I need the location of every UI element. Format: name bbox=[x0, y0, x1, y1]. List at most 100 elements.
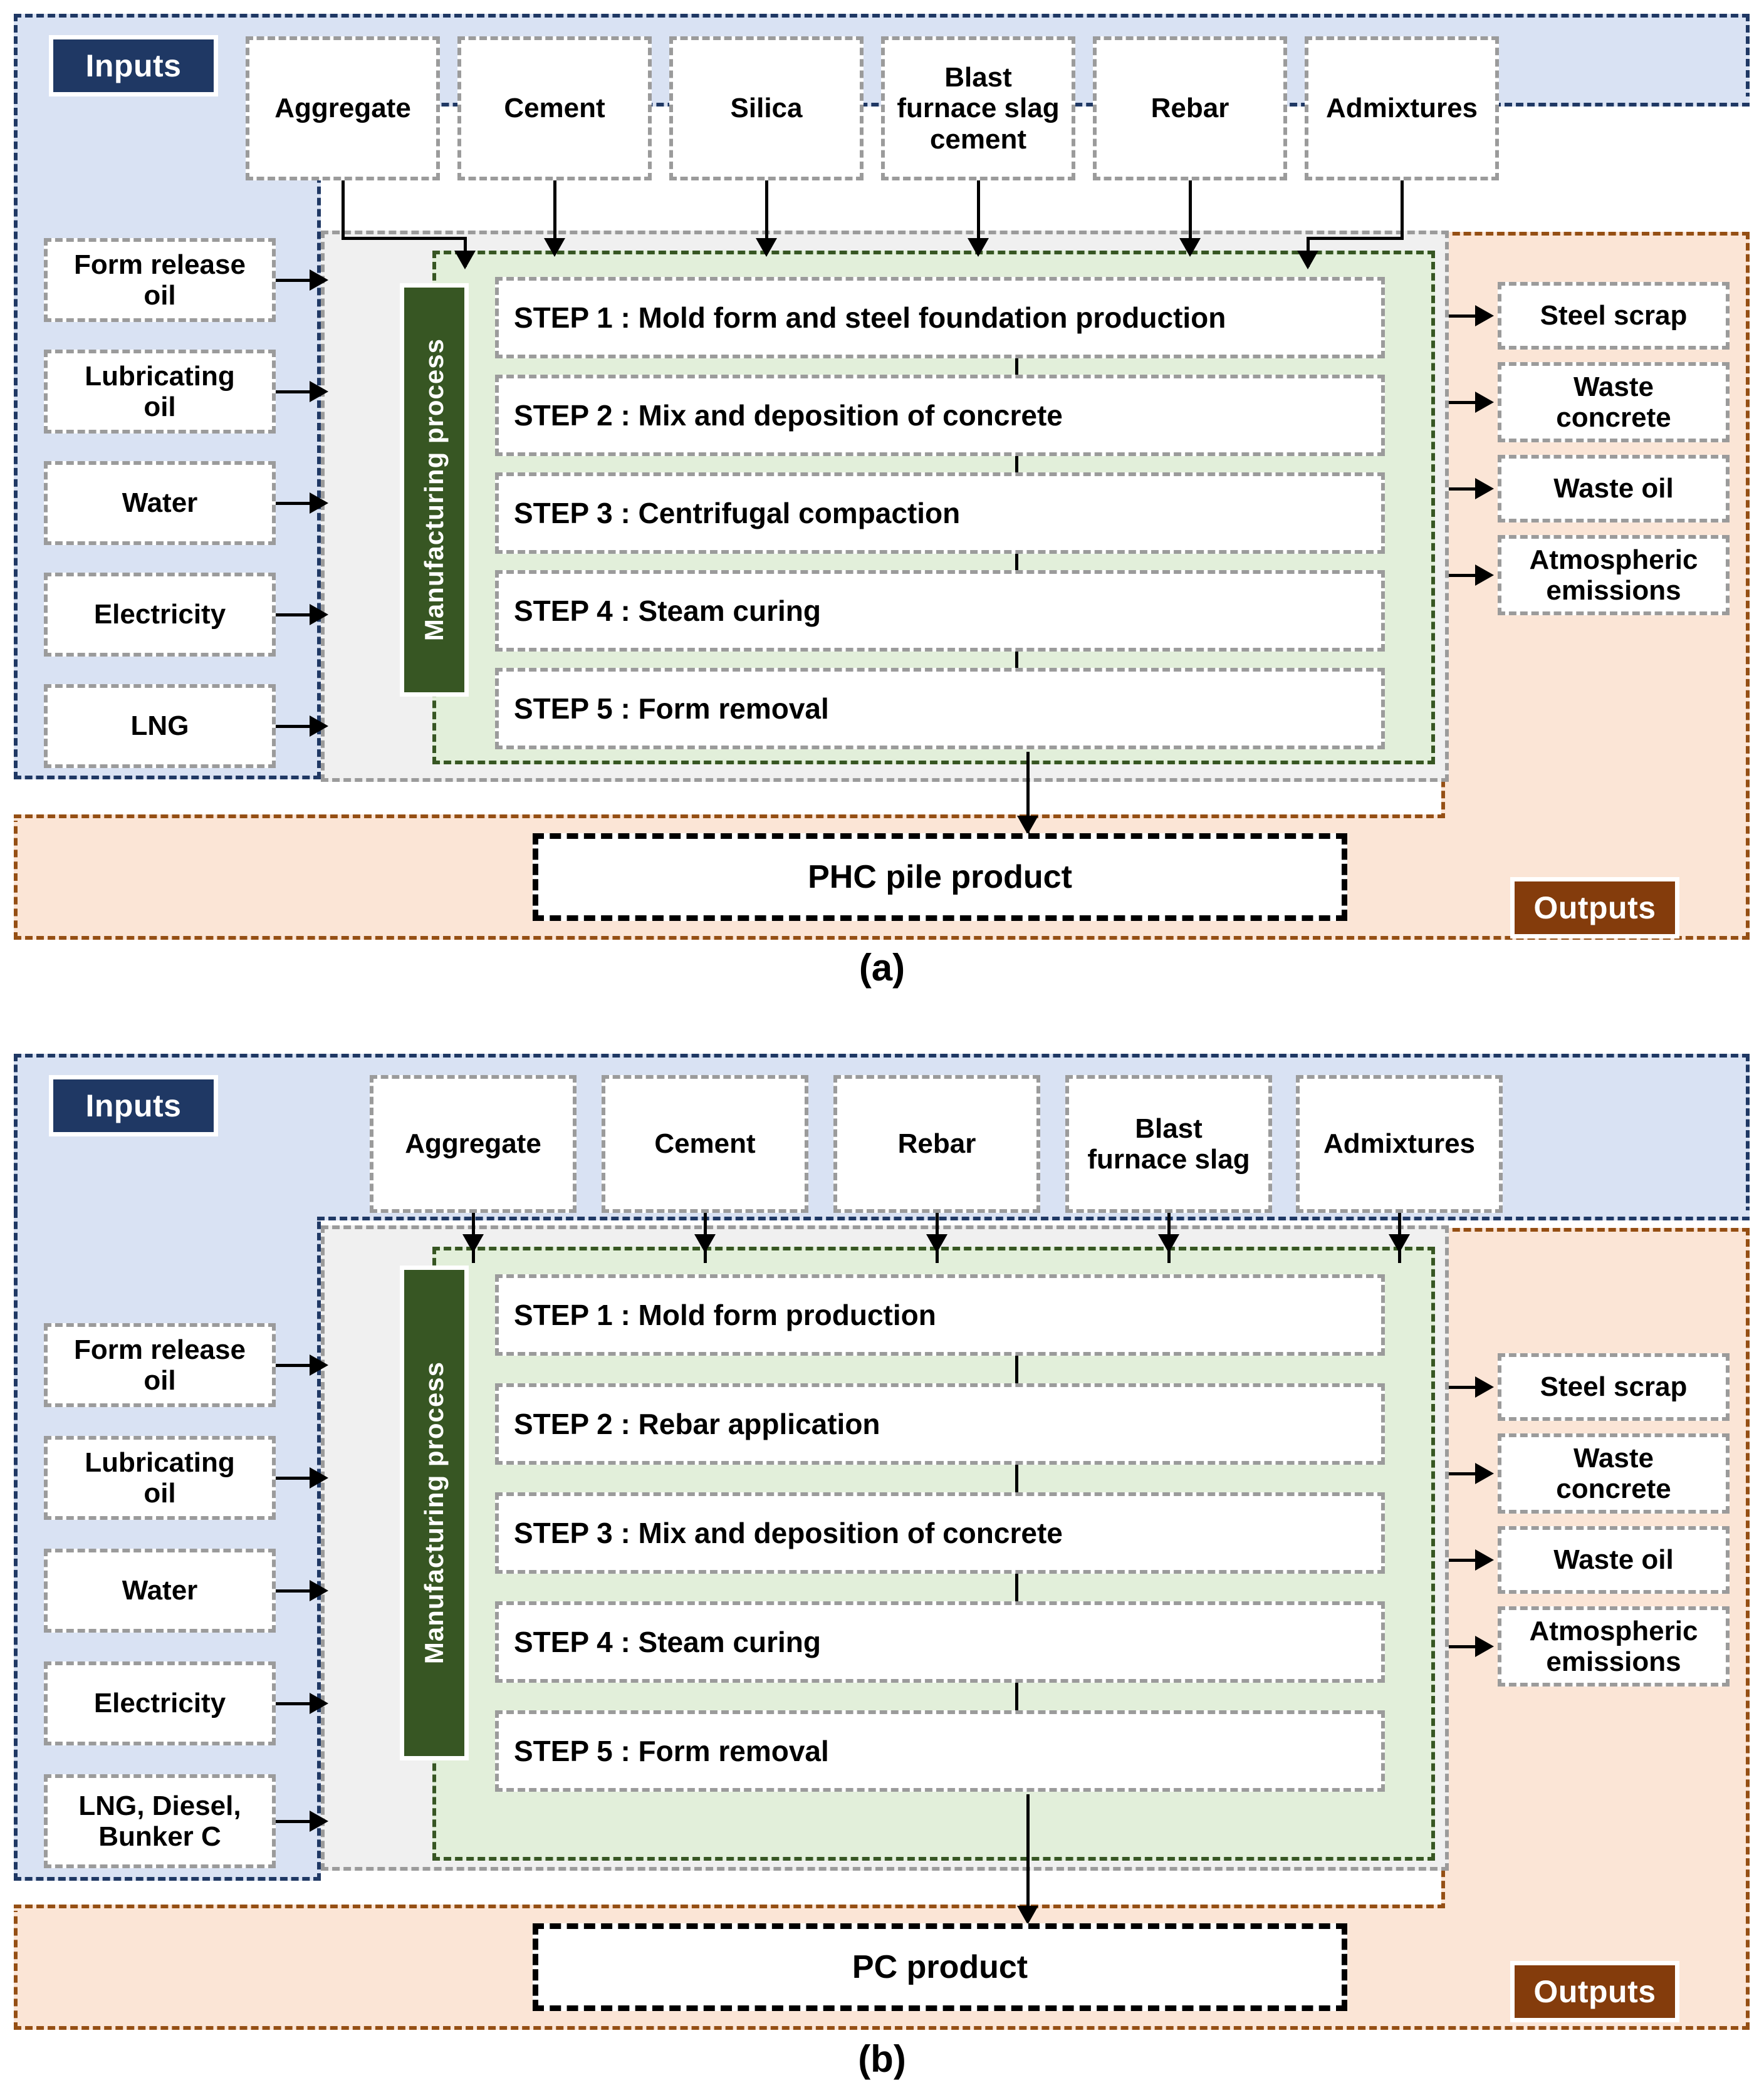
input-box-water-b[interactable]: Water bbox=[44, 1549, 276, 1633]
connector-steel-scrap-b bbox=[1449, 1386, 1479, 1389]
step-separator-4-a bbox=[1015, 652, 1018, 668]
arrowhead-atmospheric-emissions-a bbox=[1475, 564, 1494, 586]
connector-atmospheric-emissions-b bbox=[1449, 1645, 1479, 1648]
connector-silica-a bbox=[765, 180, 768, 252]
material-box-silica-a[interactable]: Silica bbox=[669, 36, 864, 180]
input-box-form-release-oil-b[interactable]: Form release oil bbox=[44, 1323, 276, 1407]
outputs-region-b-bottom-left-cap bbox=[14, 1905, 1445, 1911]
arrowhead-cement-a bbox=[544, 238, 565, 257]
material-box-aggregate-a[interactable]: Aggregate bbox=[246, 36, 440, 180]
step-box-4-a[interactable]: STEP 4 : Steam curing bbox=[495, 570, 1385, 652]
connector-form-release-oil-a bbox=[276, 279, 313, 282]
connector-steel-scrap-a bbox=[1449, 314, 1479, 318]
material-box-rebar-b[interactable]: Rebar bbox=[833, 1075, 1040, 1213]
step-box-2-b[interactable]: STEP 2 : Rebar application bbox=[495, 1383, 1385, 1465]
manufacturing-process-label-a: Manufacturing process bbox=[400, 283, 469, 697]
arrowhead-electricity-a bbox=[310, 604, 328, 625]
step-box-5-a[interactable]: STEP 5 : Form removal bbox=[495, 668, 1385, 749]
product-box-a[interactable]: PHC pile product bbox=[533, 833, 1347, 921]
step-box-2-a[interactable]: STEP 2 : Mix and deposition of concrete bbox=[495, 375, 1385, 456]
panel-caption-a: (a) bbox=[859, 947, 905, 989]
connector-lubricating-oil-a bbox=[276, 390, 313, 393]
step-box-3-a[interactable]: STEP 3 : Centrifugal compaction bbox=[495, 472, 1385, 554]
input-box-electricity-b[interactable]: Electricity bbox=[44, 1661, 276, 1745]
material-box-cement-b[interactable]: Cement bbox=[602, 1075, 808, 1213]
arrowhead-steel-scrap-a bbox=[1475, 305, 1494, 326]
material-box-blast-furnace-slag-b[interactable]: Blast furnace slag bbox=[1065, 1075, 1272, 1213]
outputs-badge-b: Outputs bbox=[1510, 1961, 1679, 2022]
output-box-atmospheric-emissions-a[interactable]: Atmospheric emissions bbox=[1498, 535, 1730, 615]
step-box-1-a[interactable]: STEP 1 : Mold form and steel foundation … bbox=[495, 277, 1385, 358]
arrowhead-admixtures-b bbox=[1389, 1234, 1410, 1253]
arrowhead-water-a bbox=[310, 492, 328, 514]
arrowhead-rebar-a bbox=[1179, 238, 1201, 257]
input-box-lng-diesel-bunker-c-b[interactable]: LNG, Diesel, Bunker C bbox=[44, 1774, 276, 1868]
output-box-steel-scrap-a[interactable]: Steel scrap bbox=[1498, 282, 1730, 350]
inputs-region-b-left bbox=[14, 1210, 321, 1881]
connector-form-release-oil-b bbox=[276, 1364, 313, 1367]
connector-waste-oil-a bbox=[1449, 487, 1479, 491]
connector-lng-diesel-bunker-c-b bbox=[276, 1820, 313, 1823]
step-separator-3-b bbox=[1015, 1574, 1018, 1601]
arrowhead-rebar-b bbox=[926, 1234, 947, 1253]
material-box-blast-furnace-slag-cement-a[interactable]: Blast furnace slag cement bbox=[881, 36, 1075, 180]
arrowhead-lng-a bbox=[310, 715, 328, 737]
outputs-region-a-bottom-left-cap bbox=[14, 814, 1445, 821]
panel-caption-b: (b) bbox=[858, 2038, 906, 2080]
step-separator-1-b bbox=[1015, 1356, 1018, 1383]
connector-aggregate-v1-a bbox=[342, 180, 345, 239]
output-box-waste-concrete-a[interactable]: Waste concrete bbox=[1498, 362, 1730, 442]
outputs-badge-a: Outputs bbox=[1510, 877, 1679, 938]
input-box-electricity-a[interactable]: Electricity bbox=[44, 573, 276, 657]
arrowhead-waste-concrete-b bbox=[1475, 1463, 1494, 1484]
arrowhead-lng-diesel-bunker-c-b bbox=[310, 1811, 328, 1832]
arrowhead-product-a bbox=[1017, 816, 1038, 834]
material-box-cement-a[interactable]: Cement bbox=[457, 36, 652, 180]
material-box-admixtures-a[interactable]: Admixtures bbox=[1305, 36, 1499, 180]
manufacturing-process-label-text-a: Manufacturing process bbox=[419, 338, 449, 642]
manufacturing-process-label-text-b: Manufacturing process bbox=[419, 1361, 449, 1665]
arrowhead-blast-furnace-slag-b bbox=[1158, 1234, 1179, 1253]
step-separator-2-a bbox=[1015, 456, 1018, 472]
step-box-5-b[interactable]: STEP 5 : Form removal bbox=[495, 1710, 1385, 1792]
connector-product-b bbox=[1026, 1794, 1030, 1920]
connector-lubricating-oil-b bbox=[276, 1477, 313, 1480]
connector-water-b bbox=[276, 1589, 313, 1593]
arrowhead-form-release-oil-b bbox=[310, 1354, 328, 1376]
connector-atmospheric-emissions-a bbox=[1449, 574, 1479, 577]
input-box-lubricating-oil-a[interactable]: Lubricating oil bbox=[44, 350, 276, 434]
output-box-waste-oil-b[interactable]: Waste oil bbox=[1498, 1526, 1730, 1594]
arrowhead-blast-furnace-slag-cement-a bbox=[968, 238, 989, 257]
material-box-rebar-a[interactable]: Rebar bbox=[1093, 36, 1287, 180]
output-box-steel-scrap-b[interactable]: Steel scrap bbox=[1498, 1353, 1730, 1421]
step-box-3-b[interactable]: STEP 3 : Mix and deposition of concrete bbox=[495, 1492, 1385, 1574]
input-box-water-a[interactable]: Water bbox=[44, 461, 276, 545]
connector-waste-oil-b bbox=[1449, 1559, 1479, 1562]
material-box-admixtures-b[interactable]: Admixtures bbox=[1296, 1075, 1503, 1213]
connector-cement-a bbox=[553, 180, 556, 252]
connector-product-a bbox=[1026, 752, 1030, 833]
inputs-badge-b: Inputs bbox=[49, 1075, 218, 1136]
arrowhead-waste-oil-b bbox=[1475, 1549, 1494, 1571]
material-box-aggregate-b[interactable]: Aggregate bbox=[370, 1075, 577, 1213]
arrowhead-steel-scrap-b bbox=[1475, 1376, 1494, 1398]
inputs-badge-a: Inputs bbox=[49, 35, 218, 96]
output-box-atmospheric-emissions-b[interactable]: Atmospheric emissions bbox=[1498, 1606, 1730, 1687]
input-box-lng-a[interactable]: LNG bbox=[44, 684, 276, 768]
output-box-waste-oil-a[interactable]: Waste oil bbox=[1498, 455, 1730, 522]
arrowhead-silica-a bbox=[756, 238, 777, 257]
output-box-waste-concrete-b[interactable]: Waste concrete bbox=[1498, 1433, 1730, 1514]
arrowhead-product-b bbox=[1017, 1906, 1038, 1925]
input-box-lubricating-oil-b[interactable]: Lubricating oil bbox=[44, 1436, 276, 1520]
connector-rebar-a bbox=[1189, 180, 1192, 252]
connector-admixtures-v1-a bbox=[1401, 180, 1404, 239]
input-box-form-release-oil-a[interactable]: Form release oil bbox=[44, 238, 276, 322]
step-box-1-b[interactable]: STEP 1 : Mold form production bbox=[495, 1274, 1385, 1356]
connector-blast-furnace-slag-cement-a bbox=[977, 180, 980, 252]
product-box-b[interactable]: PC product bbox=[533, 1923, 1347, 2011]
connector-lng-a bbox=[276, 725, 313, 728]
arrowhead-aggregate-b bbox=[462, 1234, 484, 1253]
step-box-4-b[interactable]: STEP 4 : Steam curing bbox=[495, 1601, 1385, 1683]
step-separator-2-b bbox=[1015, 1465, 1018, 1492]
